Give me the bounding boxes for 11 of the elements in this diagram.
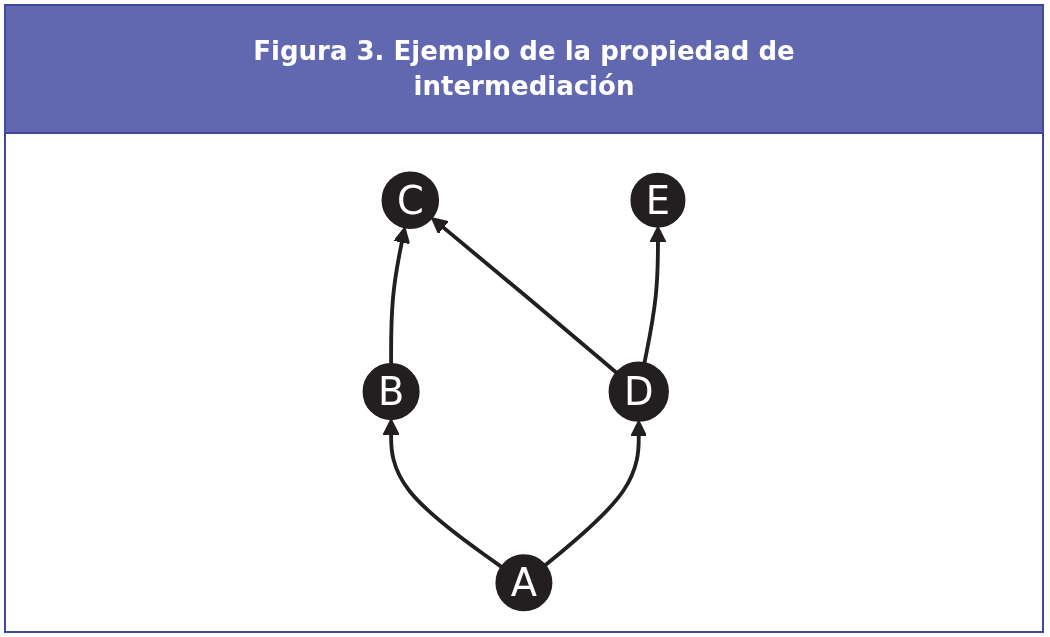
node-circle: C xyxy=(381,171,440,229)
node-circle: B xyxy=(362,363,420,421)
node-circle: A xyxy=(495,554,553,612)
node-circle: D xyxy=(608,361,669,422)
arrow xyxy=(543,420,648,567)
arrow xyxy=(389,226,411,365)
node-circle: E xyxy=(630,172,686,228)
title-banner: Figura 3. Ejemplo de la propiedad de intermediación xyxy=(6,6,1042,135)
arrow xyxy=(430,217,618,375)
arrow xyxy=(382,418,503,569)
arrow xyxy=(642,225,667,364)
